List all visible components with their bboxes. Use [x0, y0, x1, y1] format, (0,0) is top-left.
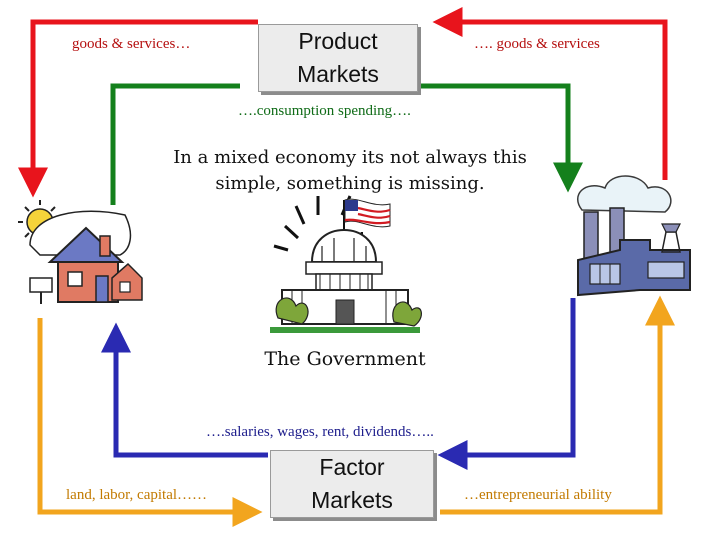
product-markets-box: Product Markets — [258, 24, 418, 92]
mixed-economy-line2: simple, something is missing. — [215, 173, 485, 194]
mixed-economy-caption: In a mixed economy its not always this s… — [120, 145, 580, 197]
salaries-wages-label: ….salaries, wages, rent, dividends….. — [206, 424, 434, 440]
factor-markets-box: Factor Markets — [270, 450, 434, 518]
resources-arrow-left — [37, 318, 263, 527]
government-label: The Government — [264, 348, 426, 370]
salaries-arrow-right — [437, 298, 576, 470]
product-markets-line2: Markets — [297, 61, 379, 87]
entrepreneurial-ability-label: …entrepreneurial ability — [464, 487, 612, 503]
resources-arrow-right — [440, 295, 675, 515]
goods-arrow-right — [432, 7, 668, 180]
goods-services-label-left: goods & services… — [72, 36, 191, 52]
house-clipart — [18, 200, 143, 304]
factory-clipart — [576, 175, 691, 297]
mixed-economy-line1: In a mixed economy its not always this — [173, 147, 527, 168]
goods-arrow-left — [18, 19, 258, 198]
consumption-arrow-right — [420, 83, 583, 193]
factor-markets-line1: Factor — [319, 454, 385, 480]
us-flag-icon — [344, 198, 391, 228]
salaries-arrow-left — [101, 322, 268, 458]
capitol-building-clipart — [270, 195, 422, 333]
goods-services-label-right: …. goods & services — [474, 36, 600, 52]
land-labor-capital-label: land, labor, capital…… — [66, 487, 208, 503]
product-markets-line1: Product — [298, 28, 378, 54]
consumption-spending-label: ….consumption spending…. — [238, 103, 411, 119]
factor-markets-line2: Markets — [311, 487, 393, 513]
consumption-arrow-left — [110, 83, 240, 205]
